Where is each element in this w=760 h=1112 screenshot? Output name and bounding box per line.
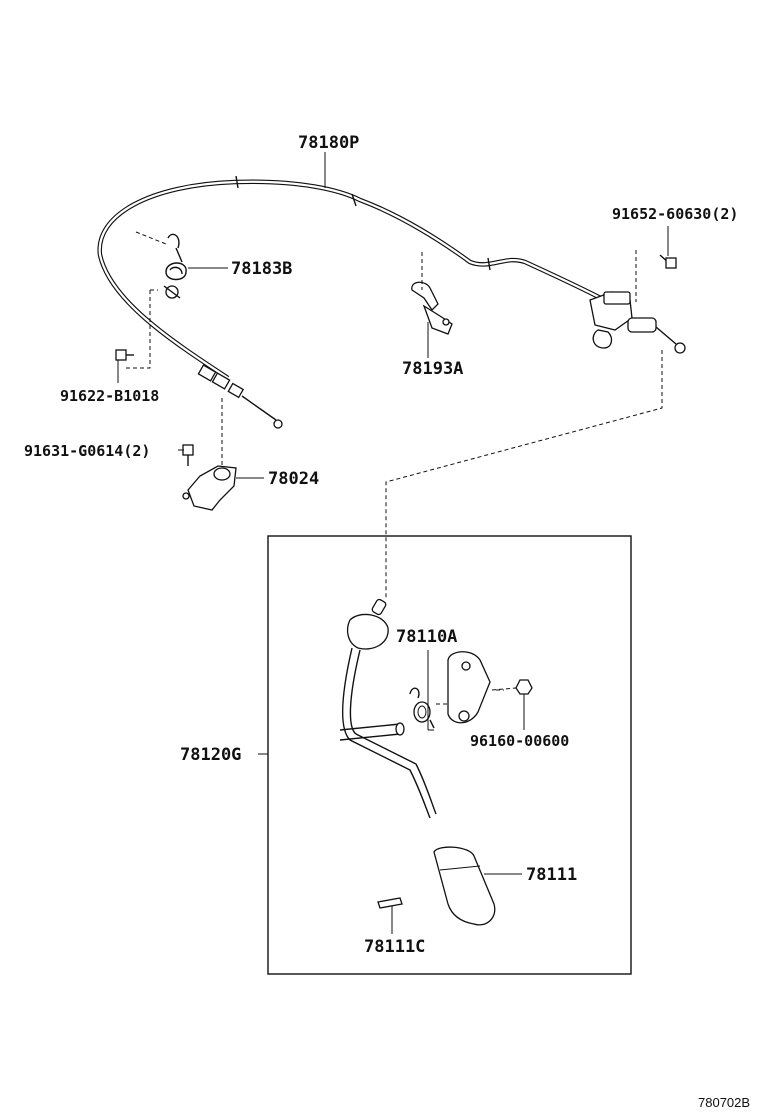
label-78111C: 78111C — [364, 937, 425, 957]
bracket-icon[interactable] — [182, 465, 237, 511]
spring-icon[interactable] — [163, 233, 187, 299]
bolt-left-icon[interactable] — [115, 349, 134, 361]
pivot-shaft-icon[interactable] — [339, 722, 405, 741]
label-78120G: 78120G — [180, 745, 241, 765]
label-78180P: 78180P — [298, 133, 359, 153]
label-96160-00600: 96160-00600 — [470, 732, 569, 750]
label-78024: 78024 — [268, 469, 319, 489]
label-78111: 78111 — [526, 865, 577, 885]
lever-bracket-icon[interactable] — [447, 651, 491, 724]
bolt-right-icon[interactable] — [659, 254, 677, 269]
diagram-id: 780702B — [698, 1095, 750, 1110]
label-78183B: 78183B — [231, 259, 292, 279]
pedal-pad-icon[interactable] — [433, 846, 496, 926]
return-spring-icon[interactable] — [409, 687, 435, 729]
pedal-lever-icon[interactable] — [342, 598, 437, 819]
label-91622-B1018: 91622-B1018 — [60, 387, 159, 405]
clamp-icon[interactable] — [411, 281, 453, 335]
pad-pin-icon[interactable] — [377, 897, 403, 909]
nut-icon[interactable] — [515, 679, 533, 695]
dashed-leaders — [124, 231, 663, 705]
label-78193A: 78193A — [402, 359, 463, 379]
cable-throttle-end[interactable] — [589, 291, 686, 354]
leader-lines — [117, 152, 669, 934]
bolt-bracket-icon[interactable] — [182, 444, 194, 466]
label-91631-G0614: 91631-G0614(2) — [24, 442, 150, 460]
label-78110A: 78110A — [396, 627, 457, 647]
accelerator-cable[interactable] — [97, 175, 614, 429]
pedal-assy-frame — [267, 535, 632, 975]
label-91652-60630: 91652-60630(2) — [612, 205, 738, 223]
